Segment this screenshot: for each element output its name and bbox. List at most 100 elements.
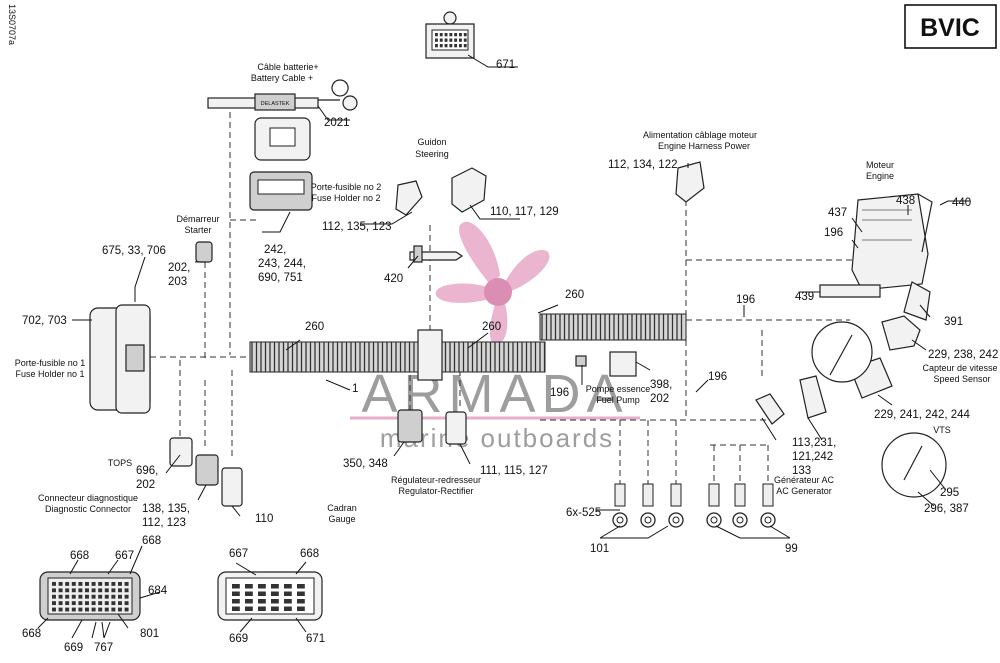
ring-terminals bbox=[612, 483, 776, 528]
callout-398-202-line1: 398, bbox=[650, 379, 672, 391]
bottom-center-connector bbox=[217, 571, 323, 621]
ac-generator-fr: Générateur AC bbox=[774, 475, 835, 485]
caption-texts: Câble batterie+ Battery Cable + Guidon S… bbox=[15, 62, 998, 524]
connector-671-top bbox=[425, 11, 475, 59]
engine-fr: Moteur bbox=[866, 160, 894, 170]
steering-fr: Guidon bbox=[417, 137, 446, 147]
gauge-connector bbox=[221, 467, 243, 507]
callout-110: 110 bbox=[255, 513, 273, 525]
callout-675-33-706: 675, 33, 706 bbox=[102, 245, 166, 257]
fuel-pump-fr: Pompe essence bbox=[586, 384, 651, 394]
steering-connector-small bbox=[395, 180, 423, 216]
callout-113-line2: 121, bbox=[792, 451, 814, 463]
gauge-en: Gauge bbox=[328, 514, 355, 524]
callout-767: 767 bbox=[94, 642, 113, 654]
callout-668-c: 668 bbox=[22, 628, 41, 640]
fuse-holder-2-cover bbox=[254, 117, 311, 161]
callout-684: 684 bbox=[148, 585, 168, 597]
callout-229-238-242: 229, 238, 242 bbox=[928, 349, 998, 361]
bottom-left-connector bbox=[39, 571, 141, 621]
engine-harness-power-connector bbox=[675, 161, 705, 203]
tops-label: TOPS bbox=[108, 458, 132, 468]
callout-260-left: 260 bbox=[305, 321, 324, 333]
callout-398-202-line2: 202 bbox=[650, 393, 669, 405]
model-badge-label: BVIC bbox=[920, 14, 980, 42]
callout-260-mid: 260 bbox=[482, 321, 501, 333]
callout-196-fuel: 196 bbox=[550, 387, 569, 399]
battery-cable-en: Battery Cable + bbox=[251, 73, 313, 83]
fuse-holder-1 bbox=[89, 304, 151, 414]
callout-231-242-line1: 231, bbox=[814, 437, 836, 449]
callout-112-135-123: 112, 135, 123 bbox=[322, 221, 392, 233]
callout-99: 99 bbox=[785, 543, 798, 555]
tube-t-junction bbox=[417, 329, 443, 381]
callout-391: 391 bbox=[944, 316, 963, 328]
callout-113-line3: 133 bbox=[792, 465, 811, 477]
fuse-holder-1-en: Fuse Holder no 1 bbox=[15, 369, 84, 379]
inset-circle-lower bbox=[881, 432, 947, 498]
steering-bolt-420 bbox=[409, 245, 464, 263]
diagnostic-connector bbox=[195, 454, 219, 486]
callout-667-a: 667 bbox=[115, 550, 134, 562]
callout-138-line2: 112, 123 bbox=[142, 517, 186, 529]
callout-229-241: 229, 241, 242, 244 bbox=[874, 409, 971, 421]
callout-231-242-line2: 242 bbox=[814, 451, 833, 463]
steering-en: Steering bbox=[415, 149, 449, 159]
callout-668-d: 668 bbox=[300, 548, 319, 560]
callout-350-348: 350, 348 bbox=[343, 458, 388, 470]
starter-connector bbox=[195, 241, 213, 263]
callout-440: 440 bbox=[952, 197, 971, 209]
propeller-logo bbox=[435, 221, 550, 346]
callout-671-top: 671 bbox=[496, 59, 515, 71]
callout-260-right: 260 bbox=[565, 289, 584, 301]
regulator-connector-a bbox=[397, 409, 423, 443]
battery-cable-lug: DELASTEK bbox=[207, 79, 358, 111]
speed-sensor-connector-a bbox=[881, 315, 921, 351]
callout-696-202-line1: 696, bbox=[136, 465, 158, 477]
fuse-holder-2-fr: Porte-fusible no 2 bbox=[311, 182, 382, 192]
fuel-pump-connector bbox=[575, 351, 637, 377]
ac-generator-connector bbox=[755, 393, 785, 425]
tops-connector bbox=[169, 437, 193, 467]
callout-669-a: 669 bbox=[64, 642, 83, 654]
engine-harness-power-en: Engine Harness Power bbox=[658, 141, 750, 151]
fuse-holder-1-fr: Porte-fusible no 1 bbox=[15, 358, 86, 368]
battery-cable-fr: Câble batterie+ bbox=[257, 62, 318, 72]
callout-801: 801 bbox=[140, 628, 159, 640]
model-badge: BVIC bbox=[904, 4, 997, 49]
callout-110-117-129: 110, 117, 129 bbox=[490, 206, 559, 218]
callout-669-b: 669 bbox=[229, 633, 248, 645]
regulator-rectifier-en: Regulator-Rectifier bbox=[398, 486, 473, 496]
callout-242-line1: 242, bbox=[264, 244, 286, 256]
regulator-rectifier-fr: Régulateur-redresseur bbox=[391, 475, 481, 485]
steering-connector-large bbox=[451, 167, 487, 213]
callout-texts: 671 2021 112, 134, 122 112, 135, 123 110… bbox=[22, 59, 998, 654]
callout-668-b: 668 bbox=[142, 535, 161, 547]
convoluted-tube-right bbox=[539, 313, 687, 341]
callout-667-b: 667 bbox=[229, 548, 248, 560]
callout-671-bottom: 671 bbox=[306, 633, 325, 645]
regulator-connector-b bbox=[445, 411, 467, 445]
vts-label: VTS bbox=[933, 425, 951, 435]
callout-1: 1 bbox=[352, 383, 358, 395]
diagnostic-connector-fr: Connecteur diagnostique bbox=[38, 493, 138, 503]
vts-connector bbox=[799, 375, 827, 419]
watermark: ARMADA marine outboards bbox=[350, 221, 640, 453]
engine-harness-power-fr: Alimentation câblage moteur bbox=[643, 130, 757, 140]
speed-sensor-en: Speed Sensor bbox=[933, 374, 990, 384]
callout-296-387: 296, 387 bbox=[924, 503, 969, 515]
callout-202-203-line2: 203 bbox=[168, 276, 187, 288]
callout-6x-525: 6x-525 bbox=[566, 507, 601, 519]
callout-111-115-127: 111, 115, 127 bbox=[480, 465, 548, 477]
callout-295: 295 bbox=[940, 487, 959, 499]
diagnostic-connector-en: Diagnostic Connector bbox=[45, 504, 131, 514]
callout-112-134-122: 112, 134, 122 bbox=[608, 159, 678, 171]
inset-circle-upper bbox=[811, 321, 873, 383]
callout-242-line3: 690, 751 bbox=[258, 272, 303, 284]
leader-lines bbox=[37, 54, 970, 639]
fuse-holder-2-en: Fuse Holder no 2 bbox=[311, 193, 380, 203]
convoluted-tube-main bbox=[249, 341, 546, 373]
fuel-pump-en: Fuel Pump bbox=[596, 395, 640, 405]
callout-2021: 2021 bbox=[324, 117, 350, 129]
